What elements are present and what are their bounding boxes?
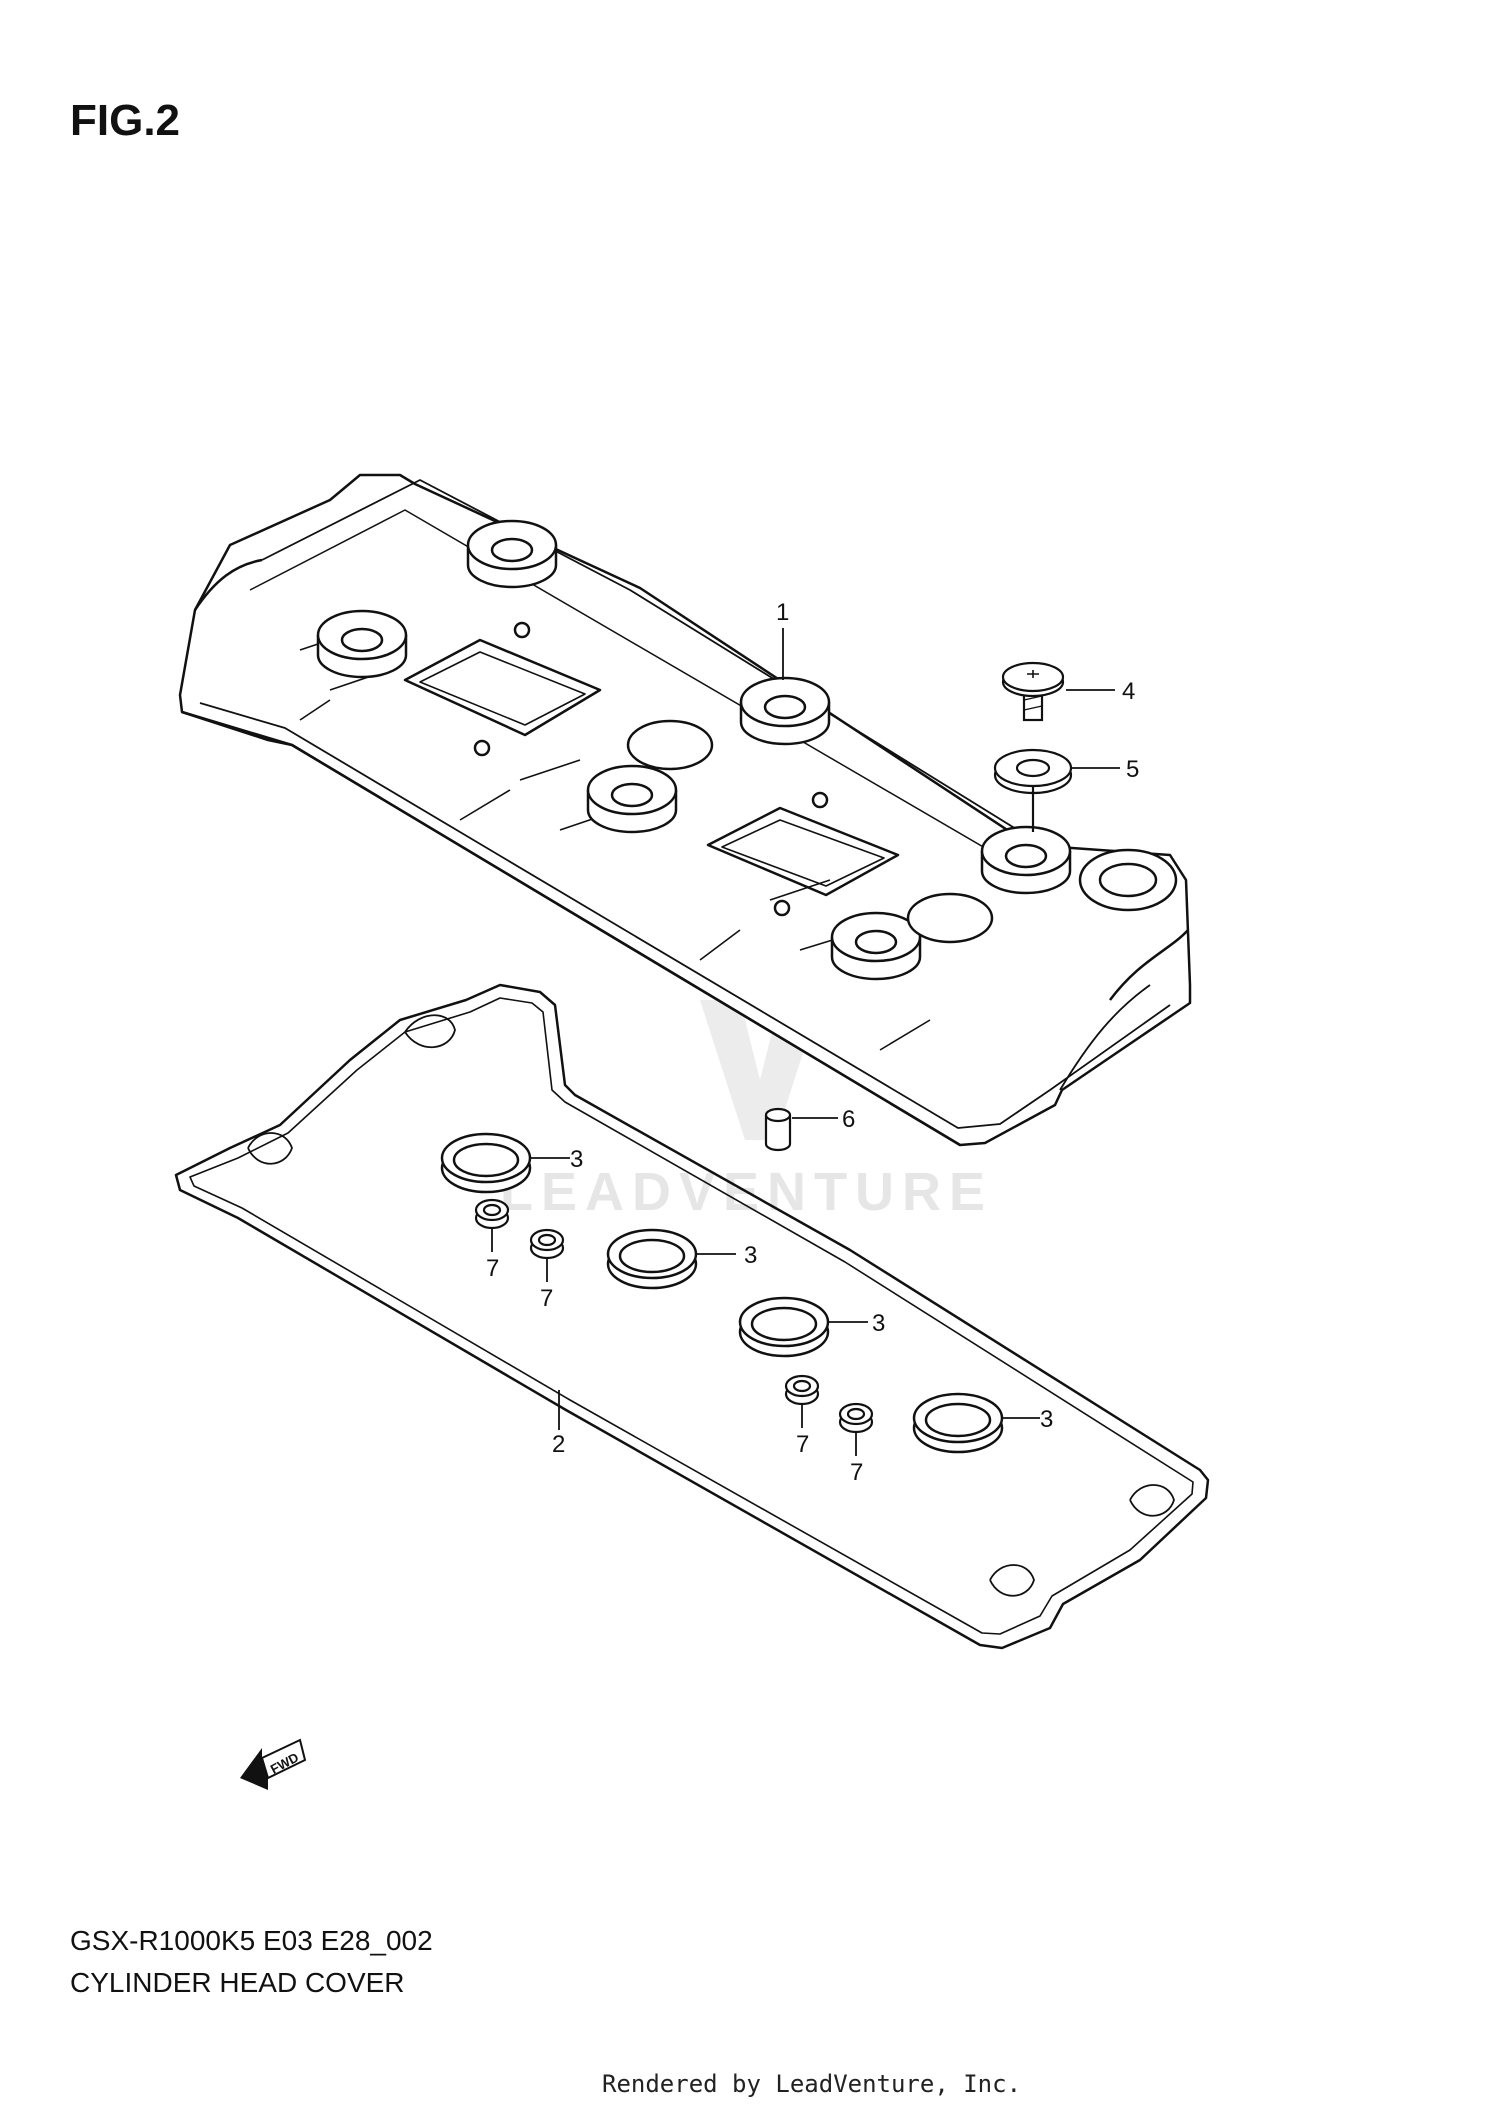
boss-5 — [980, 825, 1072, 895]
callout-part-6: 6 — [842, 1106, 855, 1133]
callout-part-7c: 7 — [796, 1431, 809, 1458]
callout-part-3a: 3 — [570, 1146, 583, 1173]
boss-2 — [316, 609, 408, 679]
watermark-text: LEADVENTURE — [500, 1162, 993, 1222]
plug-gasket-4 — [912, 1392, 1004, 1454]
small-seals — [474, 1198, 874, 1434]
model-code: GSX-R1000K5 E03 E28_002 — [70, 1925, 433, 1956]
boss-6 — [830, 911, 922, 981]
callout-part-3b: 3 — [744, 1242, 757, 1269]
callout-part-7a: 7 — [486, 1255, 499, 1282]
assembly-name: CYLINDER HEAD COVER — [70, 1967, 405, 1998]
small-seal-2 — [529, 1228, 565, 1260]
callout-part-1: 1 — [776, 599, 789, 626]
boss-1 — [466, 519, 558, 589]
plug-gasket-2 — [606, 1228, 698, 1290]
callout-part-2: 2 — [552, 1431, 565, 1458]
callout-part-3d: 3 — [1040, 1406, 1053, 1433]
breather-port — [1078, 848, 1178, 912]
cover-gasket — [174, 983, 1210, 1650]
callout-part-7d: 7 — [850, 1459, 863, 1486]
leader-lines — [491, 628, 1120, 1456]
sealing-washer — [993, 748, 1073, 832]
boss-3 — [739, 676, 831, 746]
dowel-pin — [764, 1107, 792, 1152]
cylinder-head-cover — [178, 473, 1192, 1147]
plug-gasket-3 — [738, 1296, 830, 1358]
callout-part-5: 5 — [1126, 756, 1139, 783]
forward-direction-arrow: FWD — [240, 1738, 307, 1790]
plug-gasket-1 — [440, 1132, 532, 1194]
figure-title: FIG.2 — [70, 96, 181, 145]
boss-4 — [586, 764, 678, 834]
callout-numbers: 1 2 3 3 3 3 4 5 6 7 7 7 7 — [486, 599, 1139, 1486]
callout-part-7b: 7 — [540, 1285, 553, 1312]
small-seal-1 — [474, 1198, 510, 1230]
rendered-by-credit: Rendered by LeadVenture, Inc. — [602, 2070, 1022, 2098]
callout-part-3c: 3 — [872, 1310, 885, 1337]
valve-openings — [403, 621, 900, 917]
cover-bolt — [1001, 661, 1065, 722]
small-seal-3 — [784, 1374, 820, 1406]
small-seal-4 — [838, 1402, 874, 1434]
callout-part-4: 4 — [1122, 678, 1135, 705]
spark-plug-bosses — [316, 519, 1178, 981]
